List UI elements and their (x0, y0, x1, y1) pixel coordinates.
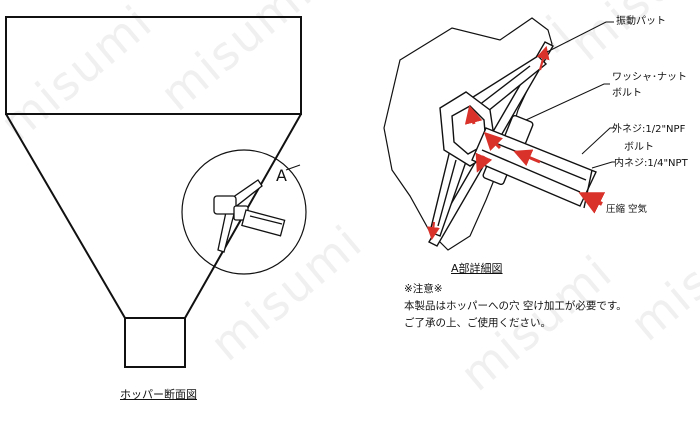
label-bolt-mid: ボルト (624, 142, 654, 153)
hopper-section (5, 16, 302, 368)
hopper-outlet (124, 317, 186, 368)
detail-caption: A部詳細図 (451, 262, 503, 275)
label-inner-thread: 内ネジ:1/4"NPT (614, 158, 688, 169)
detail-marker: A (276, 166, 287, 185)
vibration-arrows (426, 45, 550, 241)
label-compressed-air: 圧縮 空気 (606, 204, 648, 215)
label-outer-thread: 外ネジ:1/2"NPF (612, 124, 686, 135)
air-flow-arrows (464, 105, 541, 173)
small-vibrator (213, 179, 286, 253)
label-bolt-top: ボルト (612, 88, 642, 99)
note-heading: ※注意※ (404, 283, 443, 295)
hopper-body (5, 16, 302, 115)
compressed-air-arrow (578, 192, 606, 214)
hopper-section-caption: ホッパー断面図 (120, 388, 197, 401)
detail-circle (181, 149, 307, 275)
leader-lines (525, 21, 615, 169)
label-washer-nut: ワッシャ･ナット (612, 72, 687, 83)
detail-leader (285, 164, 301, 171)
label-vibrating-pad: 振動パット (616, 16, 666, 27)
note-line-1: 本製品はホッパーへの穴 空け加工が必要です。 (404, 300, 627, 312)
note-line-2: ご了承の上、ご使用ください。 (404, 317, 551, 329)
